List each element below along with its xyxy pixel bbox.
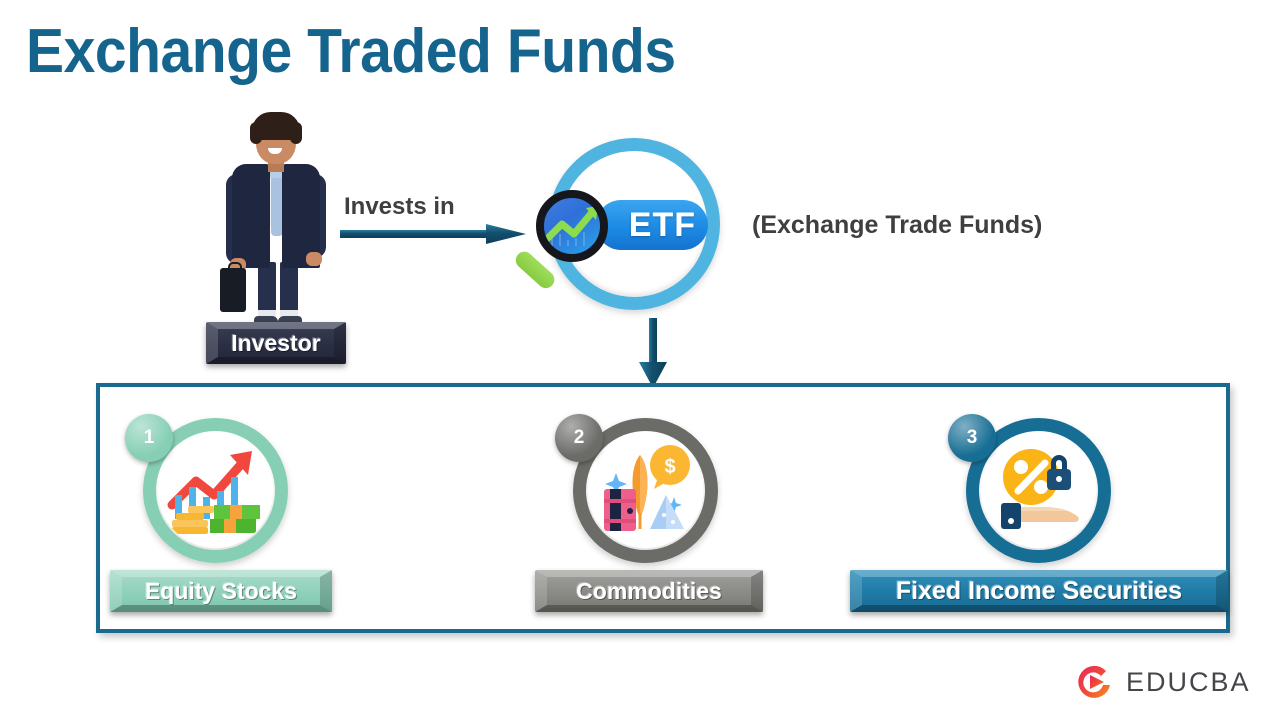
investor-sock-left [258, 310, 276, 317]
oil-barrel-wheat-sugar-icon: $ [604, 445, 690, 531]
sparkle-icons [605, 473, 682, 513]
category-badge-1: 1 [125, 414, 173, 462]
investor-jacket-right [282, 164, 320, 268]
wheat-icon [632, 455, 648, 529]
investor-tie [271, 170, 283, 236]
category-plate-fixed-income[interactable]: Fixed Income Securities [850, 570, 1228, 612]
educba-play-swoosh-logo-icon [1078, 665, 1110, 698]
category-equity-stocks[interactable]: 1 [125, 414, 288, 563]
page-title: Exchange Traded Funds [26, 17, 676, 86]
investor-label-plate: Investor [206, 322, 346, 364]
growth-chart-money-icon [167, 451, 260, 534]
etf-label: ETF [628, 205, 696, 244]
etf-pill: ETF [596, 200, 708, 250]
percent-lock-hand-icon [1001, 449, 1079, 529]
briefcase-icon [220, 268, 246, 312]
category-number-1: 1 [143, 427, 155, 448]
educba-wordmark: EDUCBA [1126, 666, 1251, 697]
right-arrow-icon [340, 224, 526, 244]
investor-leg-right [280, 262, 298, 318]
category-badge-3: 3 [948, 414, 996, 462]
percent-icon [1003, 449, 1059, 505]
invests-in-label: Invests in [344, 193, 455, 220]
investor-label: Investor [231, 329, 321, 356]
investor-shoe-left [254, 316, 278, 325]
etf-caption: (Exchange Trade Funds) [752, 211, 1043, 239]
category-icon-1 [158, 433, 273, 548]
etf-logo: ETF [512, 138, 724, 320]
category-icon-2: $ [588, 433, 703, 548]
money-stack [210, 505, 260, 533]
dollar-coin-bubble: $ [650, 445, 690, 489]
category-plate-equity-stocks[interactable]: Equity Stocks [110, 570, 332, 612]
investor-tie-knot [270, 168, 284, 178]
hand-icon [1001, 503, 1079, 529]
investor-hair-side-right [290, 122, 302, 144]
down-arrow-icon [639, 318, 667, 388]
category-label-commodities: Commodities [576, 577, 722, 604]
investor-hand-right [306, 252, 322, 266]
sugar-pile [650, 495, 684, 529]
category-label-fixed-income: Fixed Income Securities [895, 576, 1183, 605]
educba-branding[interactable]: EDUCBA [1072, 660, 1251, 704]
category-fixed-income[interactable]: 3 [948, 414, 1111, 563]
investor-sock-right [280, 310, 298, 317]
investor-shoe-right [278, 316, 302, 325]
category-label-equity-stocks: Equity Stocks [144, 577, 298, 604]
category-commodities[interactable]: $ [555, 414, 718, 563]
category-icon-3 [981, 433, 1096, 548]
oil-barrel-icon [604, 489, 636, 531]
category-number-2: 2 [573, 427, 585, 448]
category-badge-2: 2 [555, 414, 603, 462]
investor-jacket-left [232, 164, 270, 268]
investor-hair-side-left [250, 122, 262, 144]
category-number-3: 3 [966, 427, 978, 448]
gold-coins [172, 506, 214, 534]
investor-leg-left [258, 262, 276, 318]
category-plate-commodities[interactable]: Commodities [535, 570, 763, 612]
magnifying-glass-icon [536, 190, 608, 262]
investor-illustration [212, 112, 342, 327]
investor-smile [268, 148, 282, 154]
svg-text:$: $ [664, 456, 675, 478]
padlock-icon [1047, 455, 1071, 490]
